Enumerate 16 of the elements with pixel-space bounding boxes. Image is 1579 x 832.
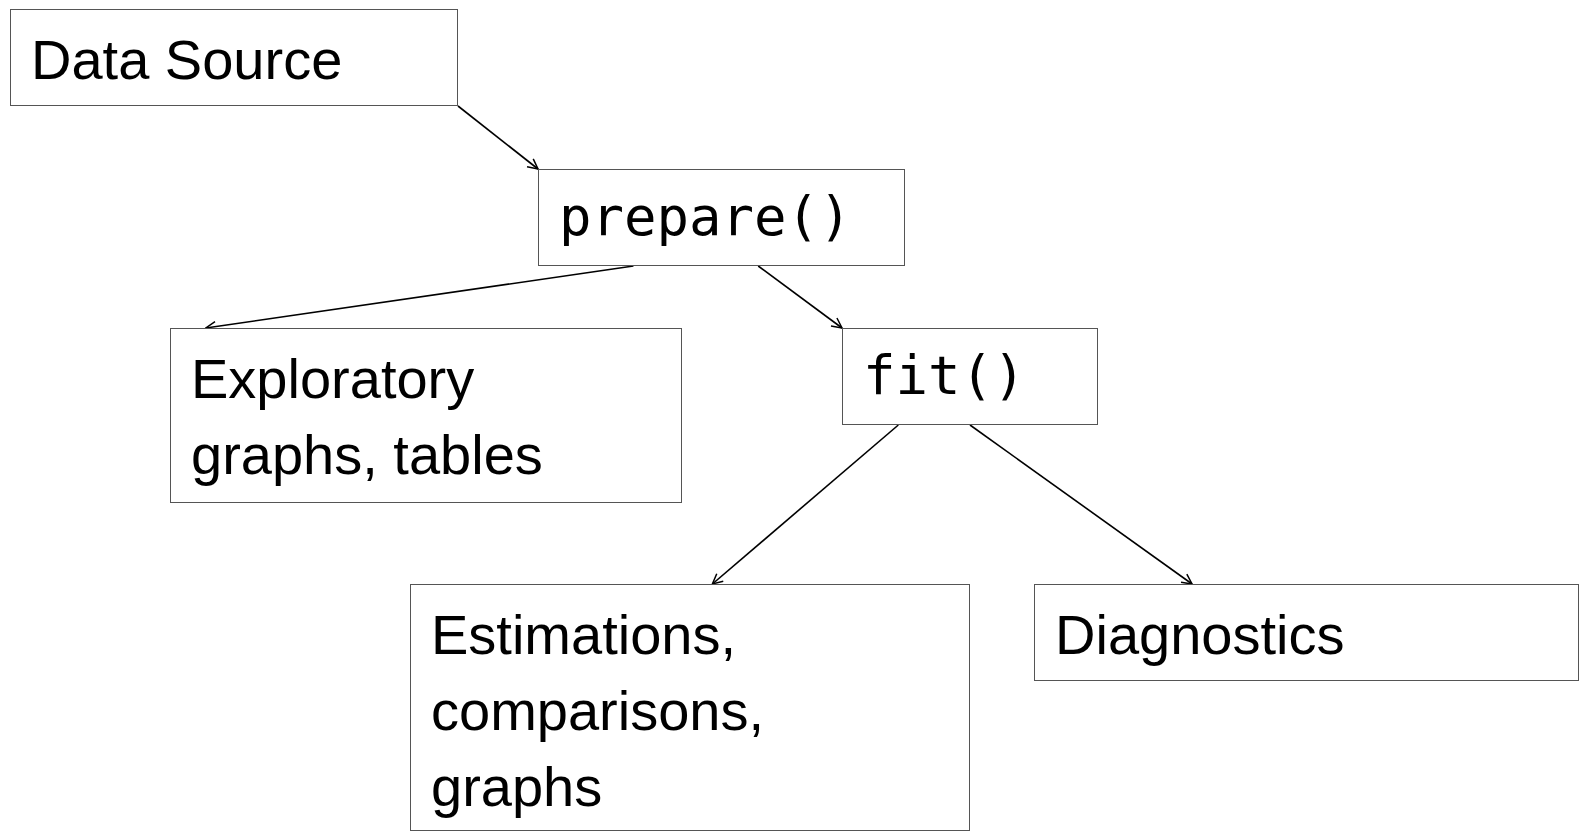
- arrow: [457, 105, 539, 170]
- box-label: Exploratory graphs, tables: [191, 346, 544, 488]
- box-label: fit(): [863, 343, 1027, 409]
- box-label: Estimations, comparisons, graphs: [431, 602, 766, 820]
- process-box: [410, 584, 970, 831]
- process-box: [1034, 584, 1579, 681]
- arrow: [711, 424, 900, 585]
- process-box: [538, 169, 905, 266]
- process-box: [10, 9, 458, 106]
- box-label: Data Source: [31, 27, 344, 93]
- process-box: [170, 328, 682, 503]
- arrow: [757, 265, 843, 329]
- arrow: [969, 424, 1193, 585]
- box-label: Diagnostics: [1055, 602, 1346, 668]
- process-box: [842, 328, 1098, 425]
- box-label: prepare(): [559, 184, 853, 250]
